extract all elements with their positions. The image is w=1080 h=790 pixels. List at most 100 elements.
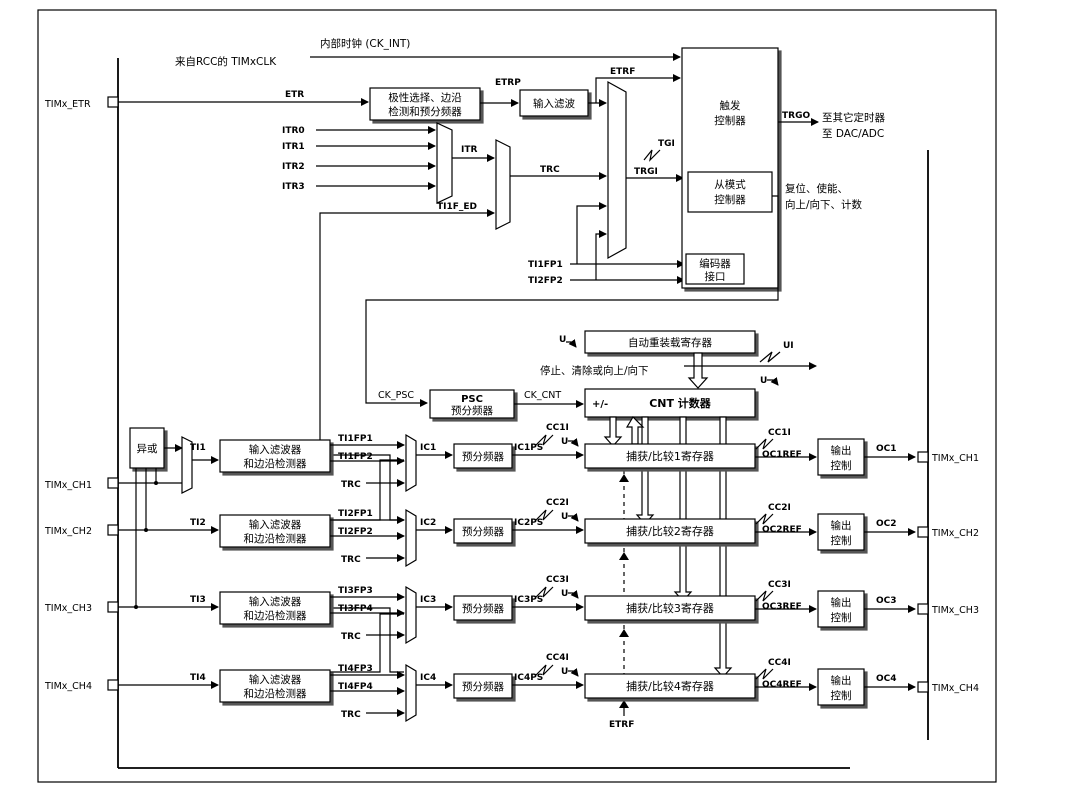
etrf-label: ETRF <box>610 67 635 77</box>
updown-label: +/- <box>592 399 608 410</box>
pin-ch2-label: TIMx_CH2 <box>44 526 92 537</box>
junction-ch1 <box>154 481 158 485</box>
pin-ch1 <box>107 477 119 489</box>
ch4-cci-label: CC4I <box>546 653 569 663</box>
tgi-label: TGI <box>658 139 675 149</box>
ch3-ic-label: IC3 <box>420 595 436 605</box>
ch4-filter-line1: 输入滤波器 <box>249 673 302 686</box>
auto-reload-register <box>584 330 756 354</box>
ch4-ti-label: TI4 <box>190 673 206 683</box>
slave-note2: 向上/向下、计数 <box>785 198 863 211</box>
trgi-label: TRGI <box>634 167 658 177</box>
outer-frame <box>37 9 997 783</box>
ch2-filter-line1: 输入滤波器 <box>249 518 302 531</box>
ch1-filter-line2: 和边沿检测器 <box>244 457 307 470</box>
slave-note1: 复位、使能、 <box>785 182 848 195</box>
ch3-fpb-label: TI3FP4 <box>338 604 373 614</box>
itr-mux <box>436 122 453 204</box>
ch4-filter-box <box>219 669 331 703</box>
itr2-label: ITR2 <box>282 162 305 172</box>
ch4-output-line2: 控制 <box>831 689 852 702</box>
ch2-u-arrow <box>568 513 579 522</box>
ch4-trc-label: TRC <box>341 710 361 720</box>
stop-clear-label: 停止、清除或向上/向下 <box>540 364 649 377</box>
ch3-cci-label: CC3I <box>546 575 569 585</box>
pin-ch4-label: TIMx_CH4 <box>44 681 92 692</box>
ch1-icps-label: IC1PS <box>514 443 543 453</box>
psc-title: PSC <box>461 394 483 405</box>
slave-mode-controller <box>687 171 773 213</box>
ch4-ccr-label: 捕获/比较4寄存器 <box>626 679 714 693</box>
pin-ch4 <box>107 679 119 691</box>
trgo-dest1: 至其它定时器 <box>822 111 885 124</box>
ch1-fpa-label: TI1FP1 <box>338 434 373 444</box>
ui-arrow <box>759 351 781 363</box>
ch1-ccoi-arrow <box>755 438 774 450</box>
ti1fp1-label: TI1FP1 <box>528 260 563 270</box>
ch4-output-control <box>817 668 865 706</box>
cnt-counter <box>584 388 756 418</box>
itr-label: ITR <box>461 145 477 155</box>
ch3-filter-line2: 和边沿检测器 <box>244 609 307 622</box>
pin-ch1-label: TIMx_CH1 <box>44 480 92 491</box>
etr-label: ETR <box>285 90 304 100</box>
ch3-output-line1: 输出 <box>831 596 852 609</box>
xor-gate <box>129 427 165 469</box>
internal-clock-label: 内部时钟 (CK_INT) <box>320 37 410 50</box>
ch1-ti-label: TI1 <box>190 443 206 453</box>
ch3-trc-label: TRC <box>341 632 361 642</box>
ch3-output-control <box>817 590 865 628</box>
ti2fp2-to-mux <box>595 230 607 280</box>
trgo-dest2: 至 DAC/ADC <box>822 128 884 140</box>
ch4-ccoi-label: CC4I <box>768 658 791 668</box>
ck-psc-wire <box>365 195 779 407</box>
ch3-prescaler-box <box>453 595 513 621</box>
pin-ch2 <box>107 524 119 536</box>
pin-ch3-label: TIMx_CH3 <box>44 603 92 614</box>
ch3-output-line2: 控制 <box>831 611 852 624</box>
itr1-label: ITR1 <box>282 142 305 152</box>
ch2-ref-label: OC2REF <box>762 525 802 535</box>
auto-reload-label: 自动重装载寄存器 <box>628 336 712 349</box>
ch3-ti-label: TI3 <box>190 595 206 605</box>
ch2-output-line2: 控制 <box>831 534 852 547</box>
ch2-ic-mux <box>405 508 417 568</box>
trc-mux <box>495 139 511 230</box>
itr0-label: ITR0 <box>282 126 305 136</box>
encoder-interface <box>685 253 745 285</box>
ch3-u-label: U <box>561 589 568 599</box>
ch3-filter-line1: 输入滤波器 <box>249 595 302 608</box>
ch4-cci-arrow <box>535 664 554 676</box>
ch1-ic-mux <box>405 433 417 493</box>
ch3-ccoi-arrow <box>755 590 774 602</box>
ch2-prescaler-label: 预分频器 <box>462 525 504 538</box>
ch1-ccr-label: 捕获/比较1寄存器 <box>626 449 714 463</box>
trgi-mux <box>607 80 627 260</box>
ch2-prescaler-box <box>453 518 513 544</box>
ch4-output-line1: 输出 <box>831 674 852 687</box>
ch3-ref-label: OC3REF <box>762 602 802 612</box>
ch4-ccoi-arrow <box>755 668 774 680</box>
pin-etr <box>107 96 119 108</box>
pin-etr-label: TIMx_ETR <box>44 99 91 110</box>
polarity-line2: 检测和预分频器 <box>388 105 462 118</box>
psc-box <box>429 389 515 419</box>
itr3-label: ITR3 <box>282 182 305 192</box>
ch2-filter-line2: 和边沿检测器 <box>244 532 307 545</box>
cnt-label: CNT 计数器 <box>649 396 712 410</box>
arr-to-cnt-arrow <box>687 352 709 389</box>
ch2-fpa-label: TI2FP1 <box>338 509 373 519</box>
ch1-cci-arrow <box>535 434 554 446</box>
ch1-out-pin <box>917 451 929 463</box>
ch2-u-label: U <box>561 512 568 522</box>
ch2-out-pin-label: TIMx_CH2 <box>931 528 979 539</box>
ch4-fpa-label: TI4FP3 <box>338 664 373 674</box>
ch1-fpb-label: TI1FP2 <box>338 452 373 462</box>
trigger-line2: 控制器 <box>714 114 746 127</box>
dash-arrow-3 <box>619 629 629 637</box>
ch1-filter-line1: 输入滤波器 <box>249 443 302 456</box>
ch4-ref-label: OC4REF <box>762 680 802 690</box>
etrp-label: ETRP <box>495 78 521 88</box>
ch3-out-pin-label: TIMx_CH3 <box>931 605 979 616</box>
